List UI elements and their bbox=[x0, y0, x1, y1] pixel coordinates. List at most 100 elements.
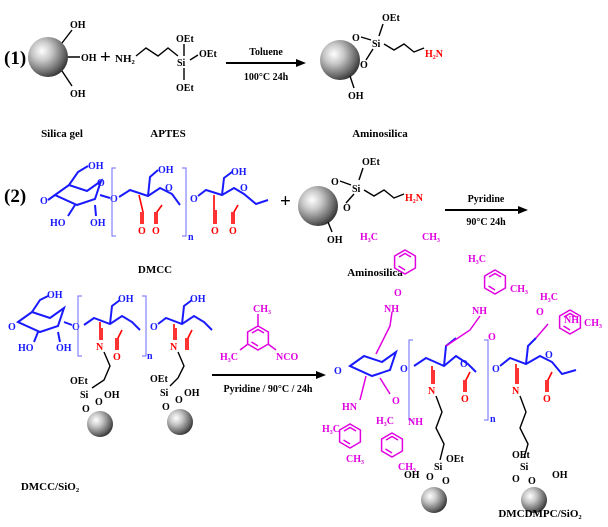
o-label: O bbox=[392, 396, 400, 407]
o-label: O bbox=[543, 394, 551, 405]
benzene-ring-icon bbox=[393, 249, 417, 275]
ch3-label: CH₃ bbox=[253, 304, 271, 315]
step-2-label: (2) bbox=[4, 186, 26, 207]
h3c-label: H₃C bbox=[322, 424, 340, 435]
oh-label: OH bbox=[104, 390, 120, 401]
imine-n-label: N bbox=[428, 386, 436, 397]
ch3-label: CH₃ bbox=[584, 318, 602, 329]
product-caption: DMCDMPC/SiO₂ bbox=[498, 508, 582, 520]
oh-label: OH bbox=[190, 294, 206, 305]
si-label: Si bbox=[177, 58, 186, 69]
dmcc-sio2-caption: DMCC/SiO₂ bbox=[21, 481, 80, 493]
si-label: Si bbox=[434, 462, 443, 473]
silica-gel-caption: Silica gel bbox=[41, 128, 83, 140]
reaction-arrow-1: Toluene 100°C 24h bbox=[226, 47, 306, 83]
o-label: O bbox=[113, 352, 121, 363]
o-label: O bbox=[40, 196, 48, 207]
o-label: O bbox=[536, 307, 544, 318]
si-label: Si bbox=[160, 388, 169, 399]
ho-label: HO bbox=[18, 343, 34, 354]
o-label: O bbox=[512, 474, 520, 485]
oh-label: OH bbox=[327, 235, 343, 246]
oh-label: OH bbox=[70, 20, 86, 31]
si-label: Si bbox=[372, 39, 381, 50]
nh-label: NH bbox=[384, 304, 399, 315]
conditions-label: 100°C 24h bbox=[244, 72, 289, 83]
dmcc-caption: DMCC bbox=[138, 264, 172, 276]
plus-sign: + bbox=[280, 191, 291, 212]
o-label: O bbox=[240, 183, 248, 194]
nh-label: NH bbox=[564, 315, 579, 326]
aminosilica-caption: Aminosilica bbox=[347, 267, 403, 279]
ho-label: HO bbox=[50, 218, 66, 229]
glucose-ring bbox=[54, 180, 102, 206]
o-label: O bbox=[110, 194, 118, 205]
nh2-label: NH₂ bbox=[115, 53, 136, 65]
o-label: O bbox=[152, 226, 160, 237]
oh-label: OH bbox=[47, 290, 63, 301]
silica-sphere bbox=[167, 409, 193, 435]
oh-label: OH bbox=[90, 218, 106, 229]
o-label: O bbox=[426, 472, 434, 483]
o-label: O bbox=[400, 364, 408, 375]
aptes-molecule: NH₂ Si OEt OEt OEt bbox=[115, 34, 217, 94]
h3c-label: H₃C bbox=[360, 232, 378, 243]
amine-label: H₂N bbox=[405, 193, 424, 204]
ch3-label: CH₃ bbox=[510, 284, 528, 295]
silica-gel-molecule: OH OH OH bbox=[28, 20, 97, 100]
solvent-label: Toluene bbox=[249, 47, 283, 58]
oh-label: OH bbox=[81, 53, 97, 64]
oet-label: OEt bbox=[70, 376, 88, 387]
amine-label: H₂N bbox=[425, 49, 444, 60]
oh-label: OH bbox=[118, 294, 134, 305]
o-label: O bbox=[528, 476, 536, 487]
benzene-ring-icon bbox=[246, 325, 270, 351]
aminosilica-reactant: O O Si OEt H₂N OH bbox=[298, 157, 424, 246]
imine-n-label: N bbox=[512, 386, 520, 397]
o-label: O bbox=[492, 364, 500, 375]
silica-sphere bbox=[320, 40, 360, 80]
nco-label: NCO bbox=[276, 352, 298, 363]
dmcdmpc-sio2-product: O O O n O O N O N O NH NH NH HN O NH bbox=[322, 232, 602, 513]
o-label: O bbox=[352, 33, 360, 44]
oet-label: OEt bbox=[199, 49, 217, 60]
o-label: O bbox=[82, 404, 90, 415]
h3c-label: H₃C bbox=[220, 352, 238, 363]
imine-n-label: N bbox=[170, 342, 178, 353]
o-label: O bbox=[394, 288, 402, 299]
oet-label: OEt bbox=[362, 157, 380, 168]
benzene-ring-icon bbox=[483, 269, 507, 295]
bracket-left bbox=[111, 167, 116, 237]
nh-label: NH bbox=[472, 306, 487, 317]
o-label: O bbox=[95, 397, 103, 408]
si-label: Si bbox=[520, 462, 529, 473]
o-label: O bbox=[175, 395, 183, 406]
ch3-label: CH₃ bbox=[346, 454, 364, 465]
o-label: O bbox=[334, 366, 342, 377]
repeat-n-label: n bbox=[490, 414, 496, 425]
bracket-right bbox=[182, 167, 187, 237]
silica-sphere bbox=[521, 487, 547, 513]
hn-label: HN bbox=[342, 402, 358, 413]
si-label: Si bbox=[80, 390, 89, 401]
o-label: O bbox=[229, 226, 237, 237]
nh-label: NH bbox=[408, 417, 423, 428]
dmcc-sio2-molecule: O OH HO OH O OH O n O OH N N Si OEt O bbox=[8, 290, 213, 437]
ch3-label: CH₃ bbox=[422, 232, 440, 243]
glucose-ring bbox=[349, 351, 397, 377]
scheme-3: O OH HO OH O OH O n O OH N N Si OEt O bbox=[8, 232, 602, 520]
o-label: O bbox=[545, 350, 553, 361]
conditions-label: 90°C 24h bbox=[466, 217, 506, 228]
oh-label: OH bbox=[231, 167, 247, 178]
o-label: O bbox=[8, 322, 16, 333]
si-label: Si bbox=[352, 184, 361, 195]
oet-label: OEt bbox=[176, 34, 194, 45]
oet-label: OEt bbox=[512, 450, 530, 461]
oh-label: OH bbox=[70, 89, 86, 100]
silica-sphere bbox=[421, 487, 447, 513]
benzene-ring-icon bbox=[380, 432, 404, 458]
repeat-n-label: n bbox=[188, 232, 194, 243]
h3c-label: H₃C bbox=[468, 254, 486, 265]
o-label: O bbox=[150, 322, 158, 333]
silica-sphere bbox=[28, 37, 68, 77]
